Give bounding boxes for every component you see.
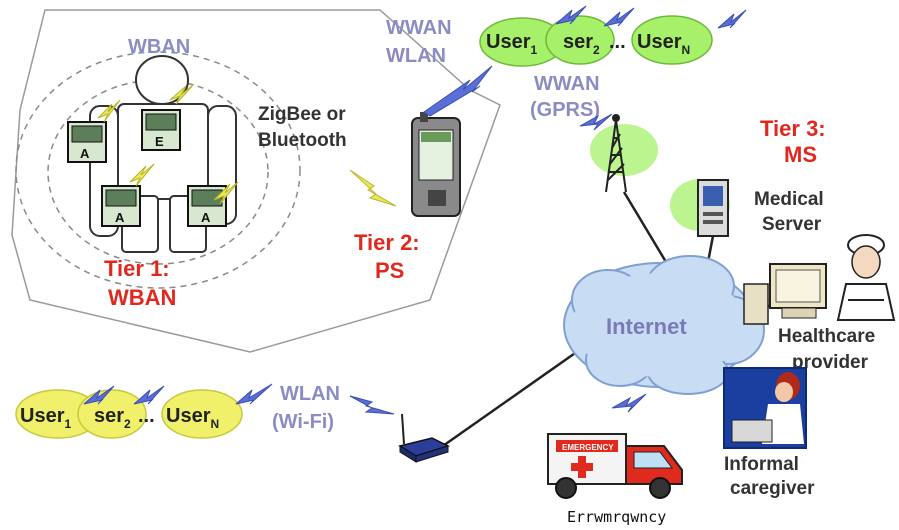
healthcare-label-line2: provider <box>792 352 869 373</box>
wlan-user1-label: User1 <box>20 405 71 431</box>
tier1-label-line2: WBAN <box>108 285 176 310</box>
wlan-bottom-label-line1: WLAN <box>280 383 340 405</box>
medical-server-label-line2: Server <box>762 214 822 235</box>
wwan-top-label-line1: WWAN <box>386 17 452 39</box>
healthcare-label-line1: Healthcare <box>778 326 875 347</box>
wwan-userN-label: UserN <box>637 31 690 57</box>
svg-text:A: A <box>201 210 211 225</box>
pda-personal-server-icon <box>411 112 461 217</box>
router-bolt-icon <box>349 395 395 415</box>
wwan-gprs-label-line1: WWAN <box>534 73 600 95</box>
user-cloud-yellow-n <box>161 389 243 439</box>
internet-link-bolt-icon <box>611 393 647 413</box>
caregiver-label-line1: Informal <box>724 454 799 475</box>
wban-label: WBAN <box>128 36 190 58</box>
sensor-node-1: A <box>67 121 107 163</box>
wifi-router-icon <box>398 413 450 463</box>
zigbee-label-line2: Bluetooth <box>258 130 347 151</box>
computer-monitor-icon <box>743 263 827 325</box>
medical-server-label-line1: Medical <box>754 189 824 210</box>
wwan-top-label-line2: WLAN <box>386 45 446 67</box>
internet-label: Internet <box>606 314 687 339</box>
sensor-node-3: A <box>101 185 141 227</box>
tier3-label-line2: MS <box>784 142 817 167</box>
tier3-label-line1: Tier 3: <box>760 116 826 141</box>
wwan-user2-label: ser2 <box>563 31 600 57</box>
sensor-node-2: E <box>141 109 181 151</box>
svg-text:EMERGENCY: EMERGENCY <box>562 443 614 452</box>
wlan-userN-label: UserN <box>166 405 219 431</box>
wlan-ellipsis: ... <box>138 405 155 427</box>
tier1-label-line1: Tier 1: <box>104 256 170 281</box>
ambulance-icon: EMERGENCY <box>547 433 683 499</box>
wban-boundary <box>11 9 501 353</box>
svg-text:E: E <box>155 134 164 149</box>
svg-text:A: A <box>80 146 90 161</box>
svg-text:A: A <box>115 210 125 225</box>
sensor-bolt-icons <box>97 83 239 205</box>
medical-server-icon <box>697 179 729 237</box>
tier2-label-line2: PS <box>375 258 404 283</box>
wwan-top-bolt-icons <box>555 5 747 29</box>
pda-uplink-bolt-icon <box>423 65 493 117</box>
wlan-user2-label: ser2 <box>94 405 131 431</box>
wwan-user1-label: User1 <box>486 31 537 57</box>
bluetooth-bolt-icon <box>349 169 397 207</box>
sensor-node-4: A <box>187 185 227 227</box>
user-cloud-green-2 <box>545 15 615 65</box>
tower-glow <box>590 124 658 176</box>
wlan-bottom-bolt-icons <box>83 383 273 405</box>
wlan-bottom-label-line2: (Wi-Fi) <box>272 411 334 433</box>
doctor-icon <box>836 234 896 321</box>
caregiver-label-line2: caregiver <box>730 478 815 499</box>
caregiver-photo <box>723 367 807 449</box>
zigbee-label-line1: ZigBee or <box>258 104 346 125</box>
gprs-bolt-icon <box>579 113 613 131</box>
tier2-label-line1: Tier 2: <box>354 230 420 255</box>
cell-tower-icon <box>605 114 627 193</box>
wwan-gprs-label-line2: (GPRS) <box>530 99 600 121</box>
ambulance-caption: Errwmrqwncy <box>567 508 666 526</box>
wwan-ellipsis: ... <box>609 31 626 53</box>
user-cloud-green-n <box>631 15 713 65</box>
